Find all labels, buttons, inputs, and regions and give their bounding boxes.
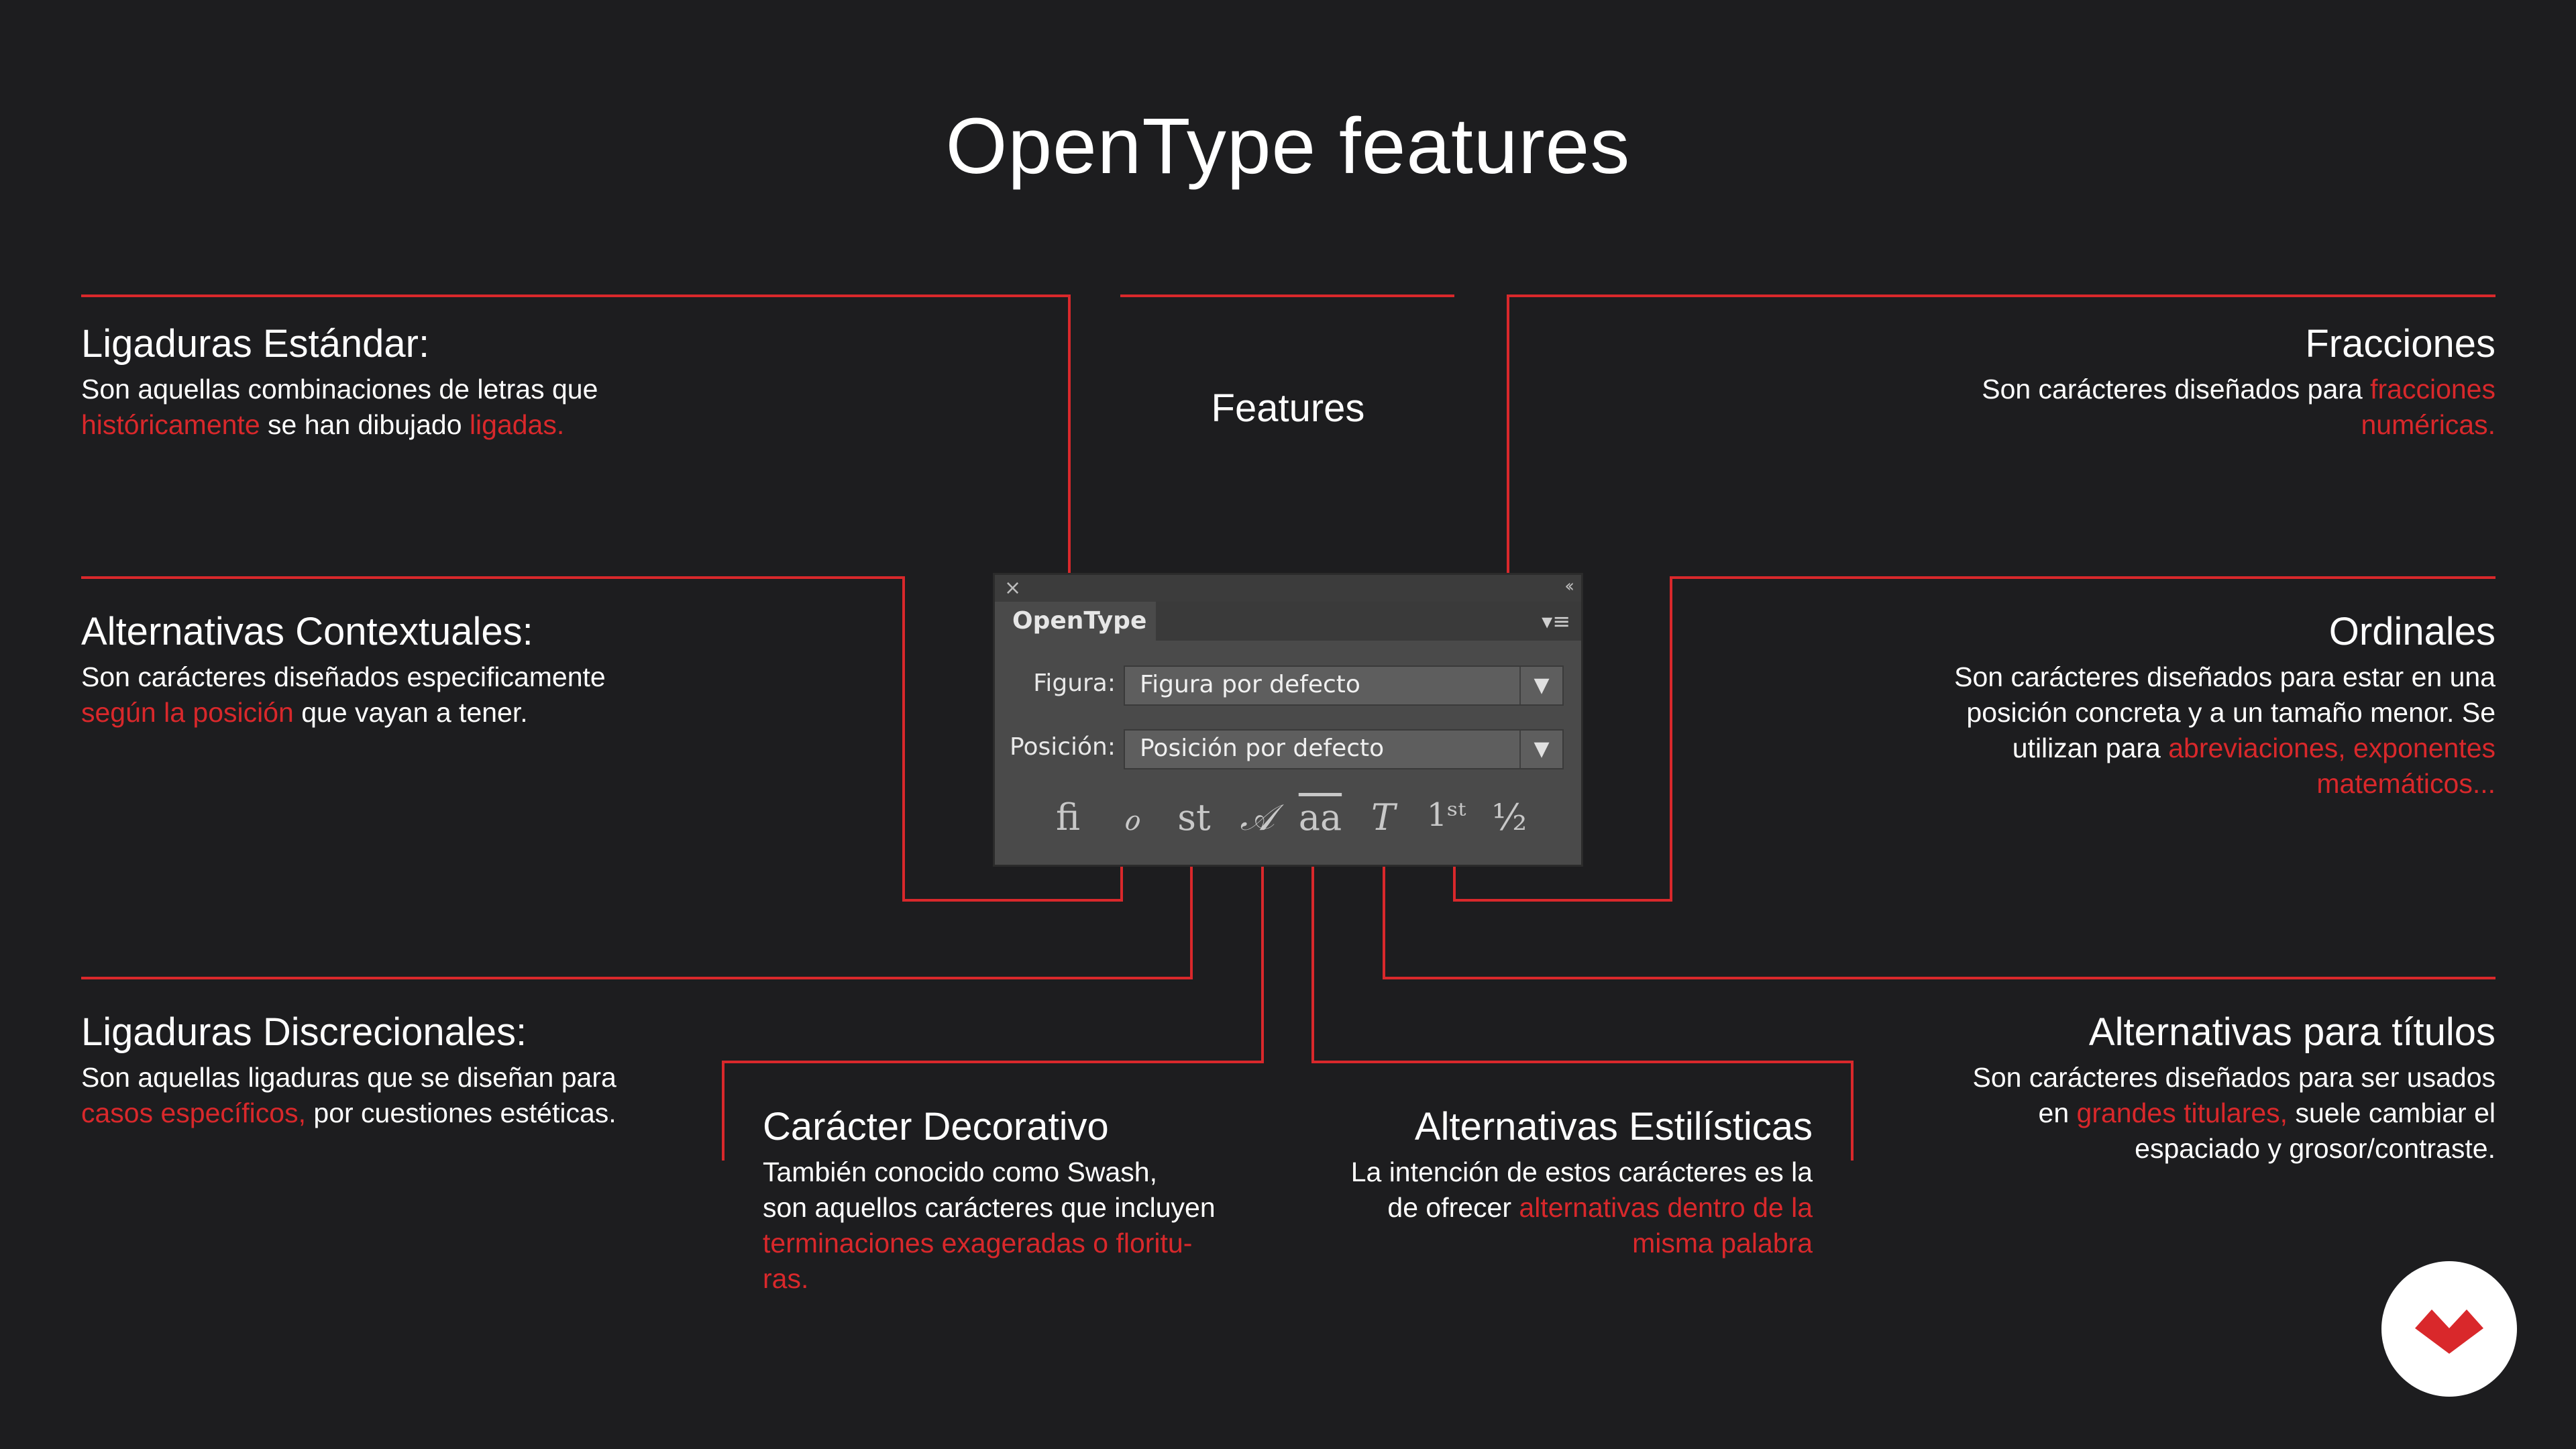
text: Son carácteres diseñados para estar en u…	[1954, 661, 2496, 692]
swash-icon[interactable]: 𝒜	[1240, 796, 1275, 839]
ordinals-icon[interactable]: 1ˢᵗ	[1426, 796, 1466, 834]
highlight: abreviaciones, exponentes	[2168, 733, 2496, 763]
panel-menu-icon[interactable]: ▾≡	[1542, 608, 1570, 634]
text: son aquellos carácteres que incluyen	[763, 1192, 1216, 1223]
highlight: ras.	[763, 1263, 809, 1294]
highlight: según la posición	[81, 697, 294, 728]
text: Son carácteres diseñados especificamente	[81, 661, 606, 692]
standard-ligatures-icon[interactable]: ﬁ	[1055, 796, 1081, 839]
tab-opentype[interactable]: OpenType	[995, 602, 1156, 641]
heading: Carácter Decorativo	[763, 1105, 1109, 1148]
collapse-icon[interactable]: ‹‹	[1564, 576, 1574, 596]
opentype-panel: × ‹‹ OpenType ▾≡ Figura: Figura por defe…	[995, 575, 1581, 865]
page-title: OpenType features	[945, 102, 1631, 191]
description: Son carácteres diseñados para ser usados…	[1690, 1060, 2496, 1167]
stylistic-alternates-icon[interactable]: aa	[1298, 796, 1342, 839]
heading: Fracciones	[2305, 322, 2496, 366]
highlight: misma palabra	[1632, 1228, 1813, 1258]
heading: Alternativas para títulos	[2088, 1010, 2496, 1054]
text: posición concreta y a un tamaño menor. S…	[1966, 697, 2496, 728]
highlight: matemáticos...	[2316, 768, 2496, 799]
posicion-row: Posición: Posición por defecto ▼	[995, 729, 1581, 771]
block-ligaduras-estandar: Ligaduras Estándar: Son aquellas combina…	[81, 321, 953, 443]
highlight: terminaciones exageradas o floritu-	[763, 1228, 1193, 1258]
text: También conocido como Swash,	[763, 1157, 1157, 1187]
figura-label: Figura:	[1033, 669, 1116, 697]
text: Son carácteres diseñados para	[1982, 374, 2371, 405]
text: Son aquellas combinaciones de letras que	[81, 374, 598, 405]
description: Son carácteres diseñados para fracciones…	[1690, 372, 2496, 443]
description: Son carácteres diseñados para estar en u…	[1690, 659, 2496, 802]
chevron-down-icon[interactable]: ▼	[1519, 667, 1562, 704]
text: suele cambiar el	[2288, 1097, 2496, 1128]
posicion-label: Posición:	[1010, 733, 1116, 761]
highlight: numéricas.	[2361, 409, 2496, 440]
close-icon[interactable]: ×	[1004, 576, 1022, 600]
block-alternativas-contextuales: Alternativas Contextuales: Son caráctere…	[81, 608, 886, 731]
highlight: grandes titulares,	[2076, 1097, 2288, 1128]
brand-logo	[2381, 1261, 2517, 1397]
panel-tabbar: OpenType ▾≡	[995, 602, 1581, 641]
text: Son carácteres diseñados para ser usados	[1972, 1062, 2496, 1093]
block-caracter-decorativo: Carácter Decorativo También conocido com…	[763, 1104, 1366, 1297]
heading: Ordinales	[2328, 610, 2496, 653]
text: de ofrecer	[1387, 1192, 1519, 1223]
text: por cuestiones estéticas.	[306, 1097, 616, 1128]
fractions-icon[interactable]: ½	[1491, 796, 1527, 839]
contextual-alternates-icon[interactable]: ℴ	[1122, 796, 1140, 839]
text: se han dibujado	[260, 409, 470, 440]
text: en	[2038, 1097, 2077, 1128]
highlight: alternativas dentro de la	[1519, 1192, 1813, 1223]
highlight: casos específicos,	[81, 1097, 306, 1128]
heading: Ligaduras Estándar:	[81, 322, 430, 366]
heading: Alternativas Contextuales:	[81, 610, 533, 653]
block-ligaduras-discrecionales: Ligaduras Discrecionales: Son aquellas l…	[81, 1009, 886, 1131]
description: Son carácteres diseñados especificamente…	[81, 659, 886, 731]
text: Son aquellas ligaduras que se diseñan pa…	[81, 1062, 616, 1093]
figura-row: Figura: Figura por defecto ▼	[995, 665, 1581, 707]
panel-titlebar: × ‹‹	[995, 575, 1581, 602]
features-label: Features	[1211, 386, 1365, 430]
titling-alternates-icon[interactable]: T	[1371, 796, 1396, 839]
description: Son aquellas ligaduras que se diseñan pa…	[81, 1060, 886, 1131]
chevron-down-icon[interactable]: ▼	[1519, 731, 1562, 768]
description: La intención de estos carácteres es la d…	[1208, 1155, 1813, 1261]
discretionary-ligatures-icon[interactable]: st	[1177, 796, 1211, 839]
brand-mark-icon	[2415, 1309, 2483, 1354]
block-alternativas-estilisticas: Alternativas Estilísticas La intención d…	[1208, 1104, 1813, 1261]
highlight: fracciones	[2370, 374, 2496, 405]
heading: Ligaduras Discrecionales:	[81, 1010, 527, 1054]
text: La intención de estos carácteres es la	[1350, 1157, 1813, 1187]
text: utilizan para	[2012, 733, 2169, 763]
block-ordinales: Ordinales Son carácteres diseñados para …	[1690, 608, 2496, 802]
posicion-select[interactable]: Posición por defecto ▼	[1124, 729, 1564, 769]
block-fracciones: Fracciones Son carácteres diseñados para…	[1690, 321, 2496, 443]
highlight: ligadas.	[469, 409, 565, 440]
figura-value: Figura por defecto	[1140, 671, 1360, 698]
description: También conocido como Swash, son aquello…	[763, 1155, 1366, 1297]
text: que vayan a tener.	[293, 697, 528, 728]
figura-select[interactable]: Figura por defecto ▼	[1124, 665, 1564, 706]
description: Son aquellas combinaciones de letras que…	[81, 372, 953, 443]
posicion-value: Posición por defecto	[1140, 735, 1385, 762]
heading: Alternativas Estilísticas	[1414, 1105, 1813, 1148]
text: espaciado y grosor/contraste.	[2135, 1133, 2496, 1164]
block-alternativas-titulos: Alternativas para títulos Son carácteres…	[1690, 1009, 2496, 1167]
highlight: históricamente	[81, 409, 260, 440]
